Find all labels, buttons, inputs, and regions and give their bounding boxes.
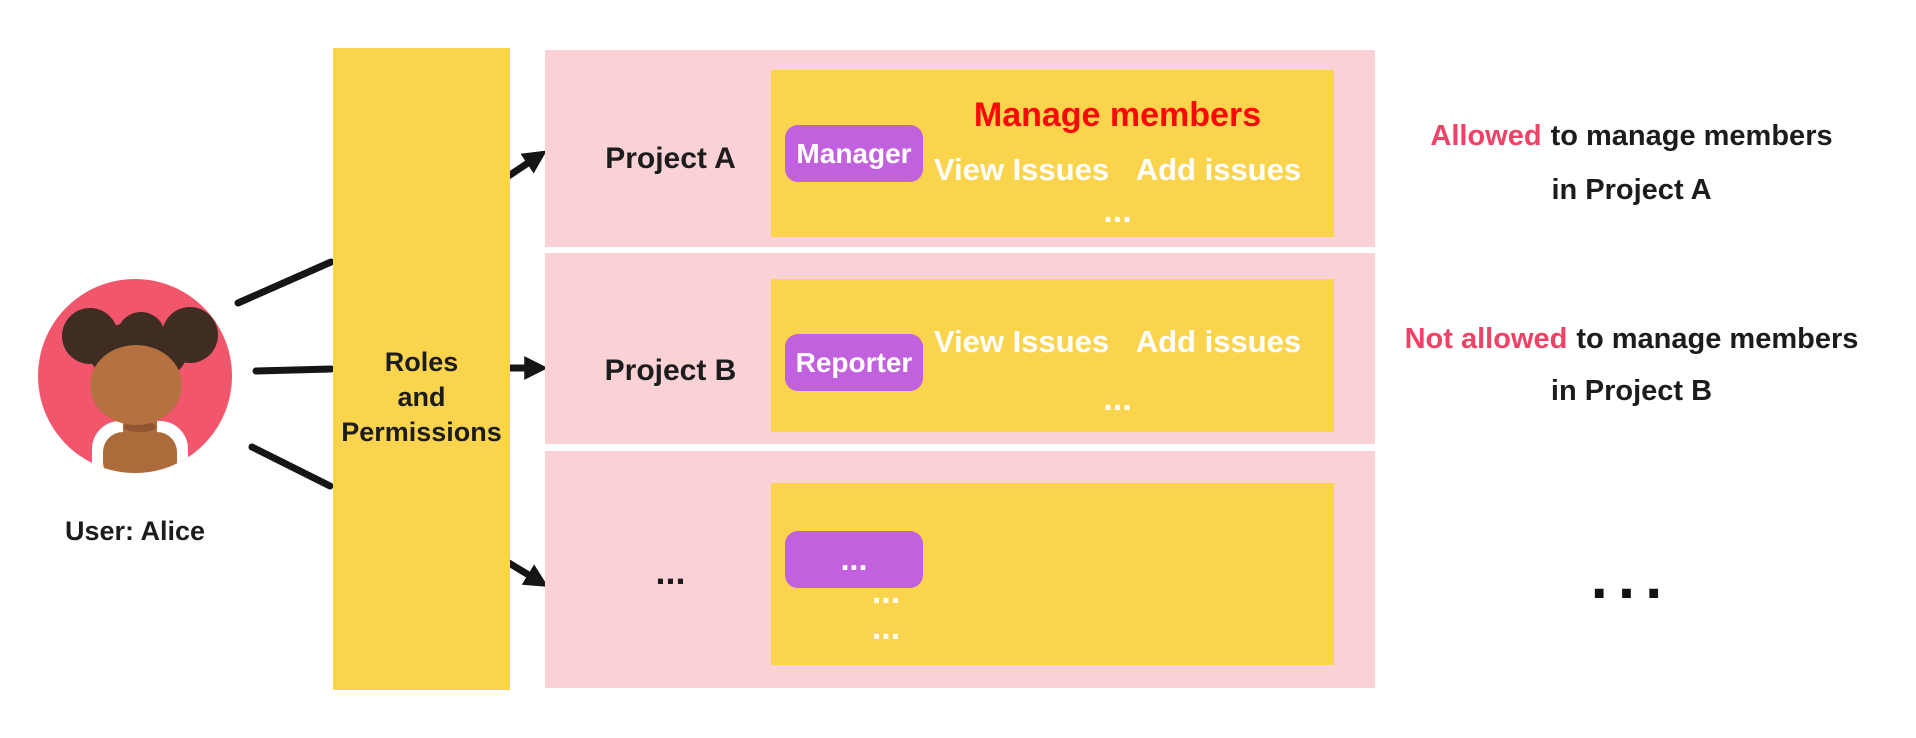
user-avatar-icon (38, 279, 232, 473)
permission-ellipsis: ... (871, 609, 901, 647)
role-badge-ellipsis: ... (785, 531, 923, 588)
project-b-permission-list: View Issues Add issues (836, 324, 1399, 360)
user-label: User: Alice (64, 516, 206, 546)
project-a-permission-list: View Issues Add issues (836, 152, 1399, 188)
roles-label-line3: Permissions (341, 417, 502, 447)
annotation-not-allowed-highlight: Not allowed (1404, 323, 1568, 355)
permission-item: View Issues (933, 324, 1110, 359)
permission-item: Add issues (1135, 324, 1302, 359)
project-row-b: Project B View Issues Add issues ... Rep… (545, 253, 1375, 444)
project-a-highlight-permission: Manage members (973, 96, 1262, 134)
permission-item: View Issues (933, 152, 1110, 187)
role-badge-manager: Manager (785, 125, 923, 182)
avatar-torso (103, 432, 177, 473)
annotation-more-ellipsis: ... (1590, 543, 1673, 612)
roles-permissions-box: Roles and Permissions (333, 48, 510, 690)
annotation-text: to manage members (1576, 323, 1859, 355)
project-more-name: ... (655, 551, 686, 592)
roles-label-line2: and (397, 382, 446, 412)
project-row-a: Project A Manage members View Issues Add… (545, 50, 1375, 247)
annotation-allowed-highlight: Allowed (1430, 120, 1542, 152)
annotation-project-b-line2: in Project B (1550, 375, 1713, 407)
project-a-name: Project A (605, 142, 736, 175)
role-badge-reporter: Reporter (785, 334, 923, 391)
roles-label-line1: Roles (384, 347, 459, 377)
line-user-to-roles-1 (234, 258, 335, 307)
project-a-more-ellipsis: ... (1103, 192, 1132, 230)
annotation-project-a-line2: in Project A (1551, 174, 1712, 206)
avatar-face (90, 345, 182, 425)
permission-item: Add issues (1135, 152, 1302, 187)
line-user-to-roles-3 (248, 443, 334, 490)
project-b-name: Project B (604, 354, 737, 387)
roles-permissions-label: Roles and Permissions (333, 345, 510, 450)
project-b-more-ellipsis: ... (1103, 380, 1132, 418)
project-row-more: ... ... ... ... ... (545, 451, 1375, 688)
annotation-text: to manage members (1550, 120, 1833, 152)
line-user-to-roles-2 (252, 365, 335, 375)
